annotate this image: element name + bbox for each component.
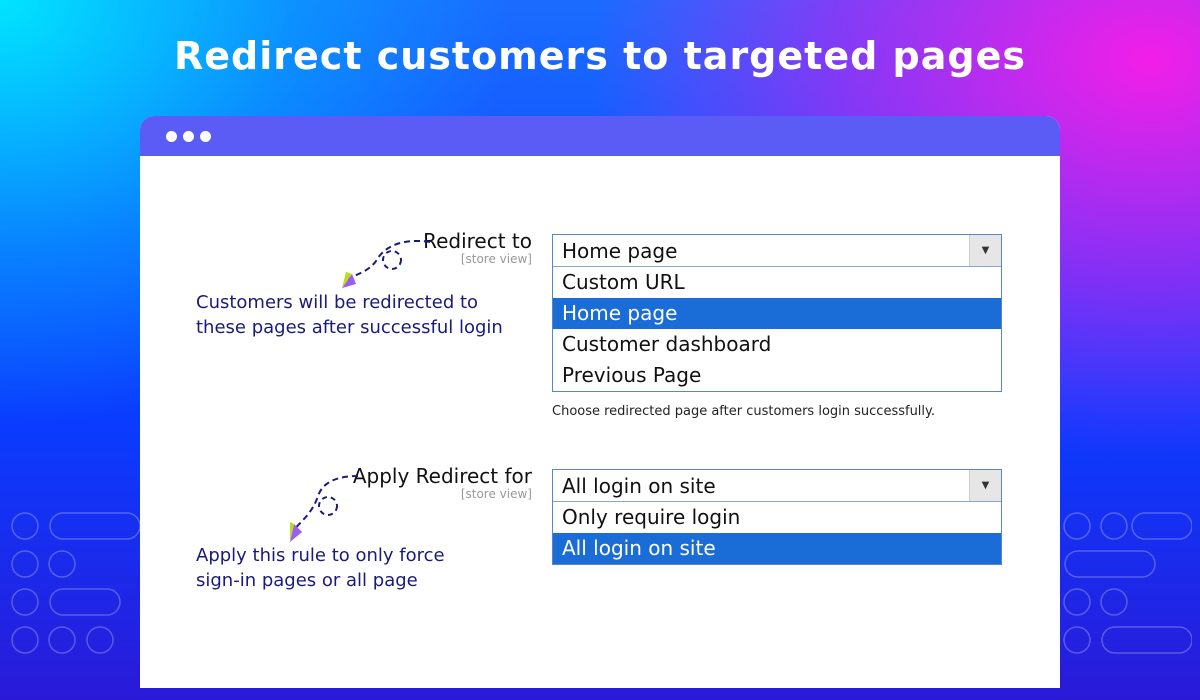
dropdown-option[interactable]: All login on site [553,533,1001,564]
decorative-pattern-left [11,512,140,654]
apply-redirect-note: Apply this rule to only force sign-in pag… [196,543,445,593]
dropdown-selected-value[interactable]: Home page ▼ [553,235,1001,267]
chevron-down-icon[interactable]: ▼ [969,470,1001,501]
window-title-bar [140,116,1060,156]
chevron-down-icon[interactable]: ▼ [969,235,1001,266]
window-dot-icon [200,131,211,142]
selected-text: All login on site [562,474,716,498]
decorative-pattern-right [1063,512,1192,654]
apply-redirect-dropdown[interactable]: All login on site ▼ Only require login Al… [552,469,1002,565]
dropdown-option[interactable]: Only require login [562,505,741,529]
note-line: Customers will be redirected to [196,292,479,313]
dashed-arrow-icon [342,240,430,288]
redirect-note: Customers will be redirected to these pag… [196,290,503,340]
dropdown-option[interactable]: Customer dashboard [562,332,772,356]
dropdown-option[interactable]: Custom URL [562,270,685,294]
dropdown-selected-value[interactable]: All login on site ▼ [553,470,1001,502]
headline: Redirect customers to targeted pages [174,34,1026,78]
note-line: Apply this rule to only force [196,545,445,566]
dashed-arrow-icon [290,475,359,542]
note-line: sign-in pages or all page [196,570,418,591]
window-dot-icon [183,131,194,142]
redirect-to-dropdown[interactable]: Home page ▼ Custom URL Home page Customer… [552,234,1002,392]
selected-text: Home page [562,239,678,263]
dropdown-option[interactable]: Previous Page [562,363,702,387]
store-view-scope: [store view] [460,487,532,501]
redirect-hint: Choose redirected page after customers l… [552,404,936,419]
apply-redirect-label: Apply Redirect for [352,464,532,488]
window-dot-icon [166,131,177,142]
browser-window: Redirect to [store view] Customers will … [140,116,1060,688]
dropdown-option[interactable]: Home page [553,298,1001,329]
store-view-scope: [store view] [460,252,532,266]
note-line: these pages after successful login [196,317,503,338]
redirect-to-label: Redirect to [423,229,532,253]
